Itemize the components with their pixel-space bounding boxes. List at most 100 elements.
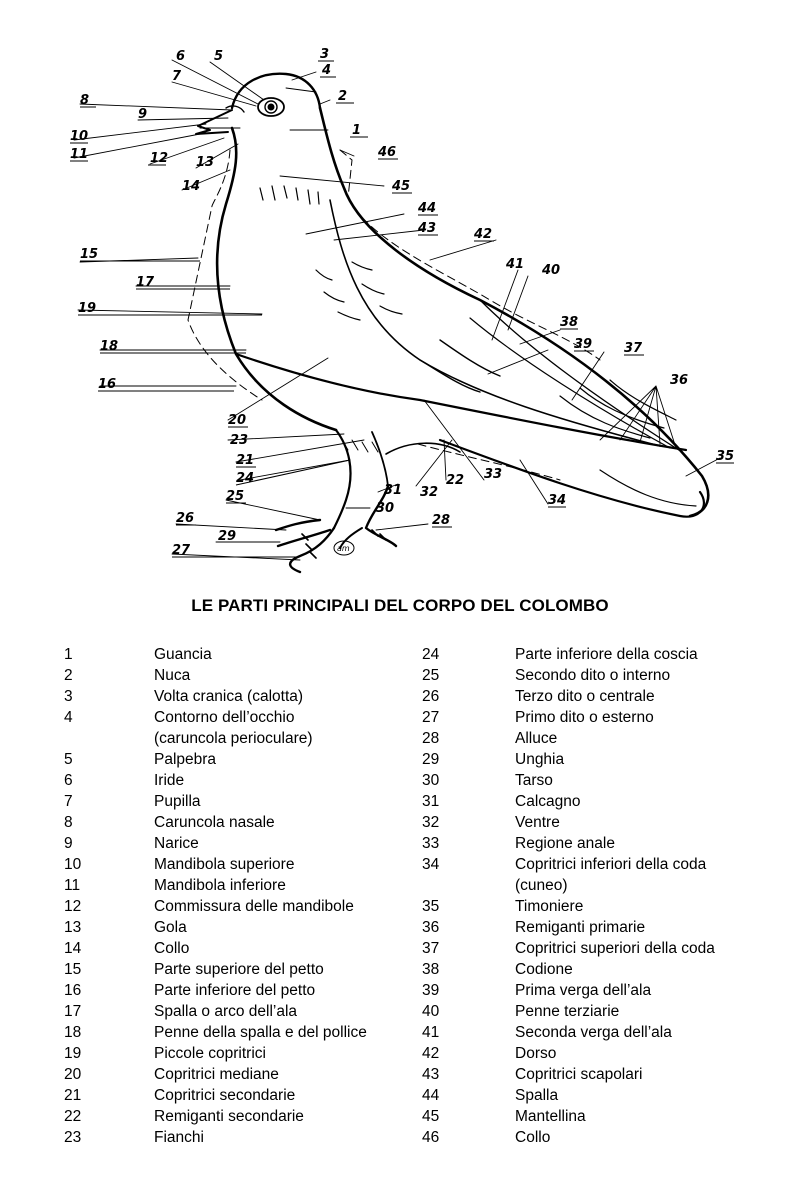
legend-number: 15	[60, 959, 154, 980]
label-39: 39	[574, 337, 592, 352]
legend-number: 8	[60, 812, 154, 833]
legend-number: 35	[422, 896, 515, 917]
pigeon-anatomy-diagram: 1 2 3 4 5 6 7 8 9 10 11 12 13 14 15 16 1…	[0, 0, 800, 590]
legend-text: Pupilla	[154, 791, 420, 812]
legend-number: 4	[60, 707, 154, 728]
legend-text: Remiganti secondarie	[154, 1106, 420, 1127]
legend-number: 36	[422, 917, 515, 938]
legend-text: Codione	[515, 959, 782, 980]
legend-number: 41	[422, 1022, 515, 1043]
legend-text: Copritrici scapolari	[515, 1064, 782, 1085]
legend-text: Primo dito o esterno	[515, 707, 782, 728]
legend-text: Spalla	[515, 1085, 782, 1106]
legend-text: Commissura delle mandibole	[154, 896, 420, 917]
legend-text: Mandibola superiore	[154, 854, 420, 875]
legend-text: Mantellina	[515, 1106, 782, 1127]
legend-text: Seconda verga dell’ala	[515, 1022, 782, 1043]
legend-row: 8Caruncola nasale	[60, 812, 420, 833]
legend-row: 14Collo	[60, 938, 420, 959]
legend-text: Penne terziarie	[515, 1001, 782, 1022]
label-23: 23	[230, 433, 248, 448]
legend-row: 4Contorno dell’occhio	[60, 707, 420, 728]
legend-text: Gola	[154, 917, 420, 938]
label-18: 18	[100, 339, 118, 354]
label-1: 1	[352, 123, 361, 138]
legend-number	[422, 875, 515, 896]
legend-text: Terzo dito o centrale	[515, 686, 782, 707]
legend-number: 22	[60, 1106, 154, 1127]
label-9: 9	[138, 107, 147, 122]
label-24: 24	[236, 471, 254, 486]
legend-row: 17Spalla o arco dell’ala	[60, 1001, 420, 1022]
neck-feathers	[260, 186, 319, 204]
legend-text: Dorso	[515, 1043, 782, 1064]
label-5: 5	[214, 49, 223, 64]
label-40: 40	[541, 263, 560, 278]
label-33: 33	[484, 467, 502, 482]
legend-text: Palpebra	[154, 749, 420, 770]
legend-number: 1	[60, 644, 154, 665]
legend-number: 21	[60, 1085, 154, 1106]
legend-number: 13	[60, 917, 154, 938]
legend-text: Piccole copritrici	[154, 1043, 420, 1064]
legend-number: 11	[60, 875, 154, 896]
legend-number: 46	[422, 1127, 515, 1148]
label-20: 20	[228, 413, 246, 428]
label-44: 44	[417, 201, 436, 216]
legend-text: Spalla o arco dell’ala	[154, 1001, 420, 1022]
label-31: 31	[384, 483, 402, 498]
legend-row: 27Primo dito o esterno	[422, 707, 782, 728]
label-22: 22	[446, 473, 464, 488]
legend-row: (caruncola perioculare)	[60, 728, 420, 749]
legend-number: 44	[422, 1085, 515, 1106]
label-17: 17	[136, 275, 155, 290]
label-19: 19	[78, 301, 96, 316]
legend-text: Caruncola nasale	[154, 812, 420, 833]
legend-number: 12	[60, 896, 154, 917]
label-28: 28	[432, 513, 450, 528]
legend-row: 38Codione	[422, 959, 782, 980]
legend-number: 19	[60, 1043, 154, 1064]
legend-text: (caruncola perioculare)	[154, 728, 420, 749]
legend-number: 7	[60, 791, 154, 812]
legend-number: 10	[60, 854, 154, 875]
label-46: 46	[377, 145, 396, 160]
label-2: 2	[338, 89, 347, 104]
legend-text: Copritrici inferiori della coda	[515, 854, 782, 875]
legend-number: 14	[60, 938, 154, 959]
label-36: 36	[670, 373, 688, 388]
legend-text: Copritrici superiori della coda	[515, 938, 782, 959]
legend-row: 2Nuca	[60, 665, 420, 686]
toe-front	[276, 520, 320, 530]
legend-number: 18	[60, 1022, 154, 1043]
label-41: 41	[505, 257, 524, 272]
legend-text: Secondo dito o interno	[515, 665, 782, 686]
label-26: 26	[176, 511, 194, 526]
legend-text: Iride	[154, 770, 420, 791]
label-35: 35	[716, 449, 734, 464]
legend-text: Unghia	[515, 749, 782, 770]
legend-number: 38	[422, 959, 515, 980]
page-title: LE PARTI PRINCIPALI DEL CORPO DEL COLOMB…	[0, 596, 800, 616]
legend-row: 26Terzo dito o centrale	[422, 686, 782, 707]
beak	[196, 110, 232, 134]
legend-text: Tarso	[515, 770, 782, 791]
legend-number: 23	[60, 1127, 154, 1148]
label-32: 32	[420, 485, 438, 500]
eye-pupil	[268, 104, 274, 110]
legend-number: 24	[422, 644, 515, 665]
legend-row: 39Prima verga dell’ala	[422, 980, 782, 1001]
legend-number: 26	[422, 686, 515, 707]
legend-text: Nuca	[154, 665, 420, 686]
